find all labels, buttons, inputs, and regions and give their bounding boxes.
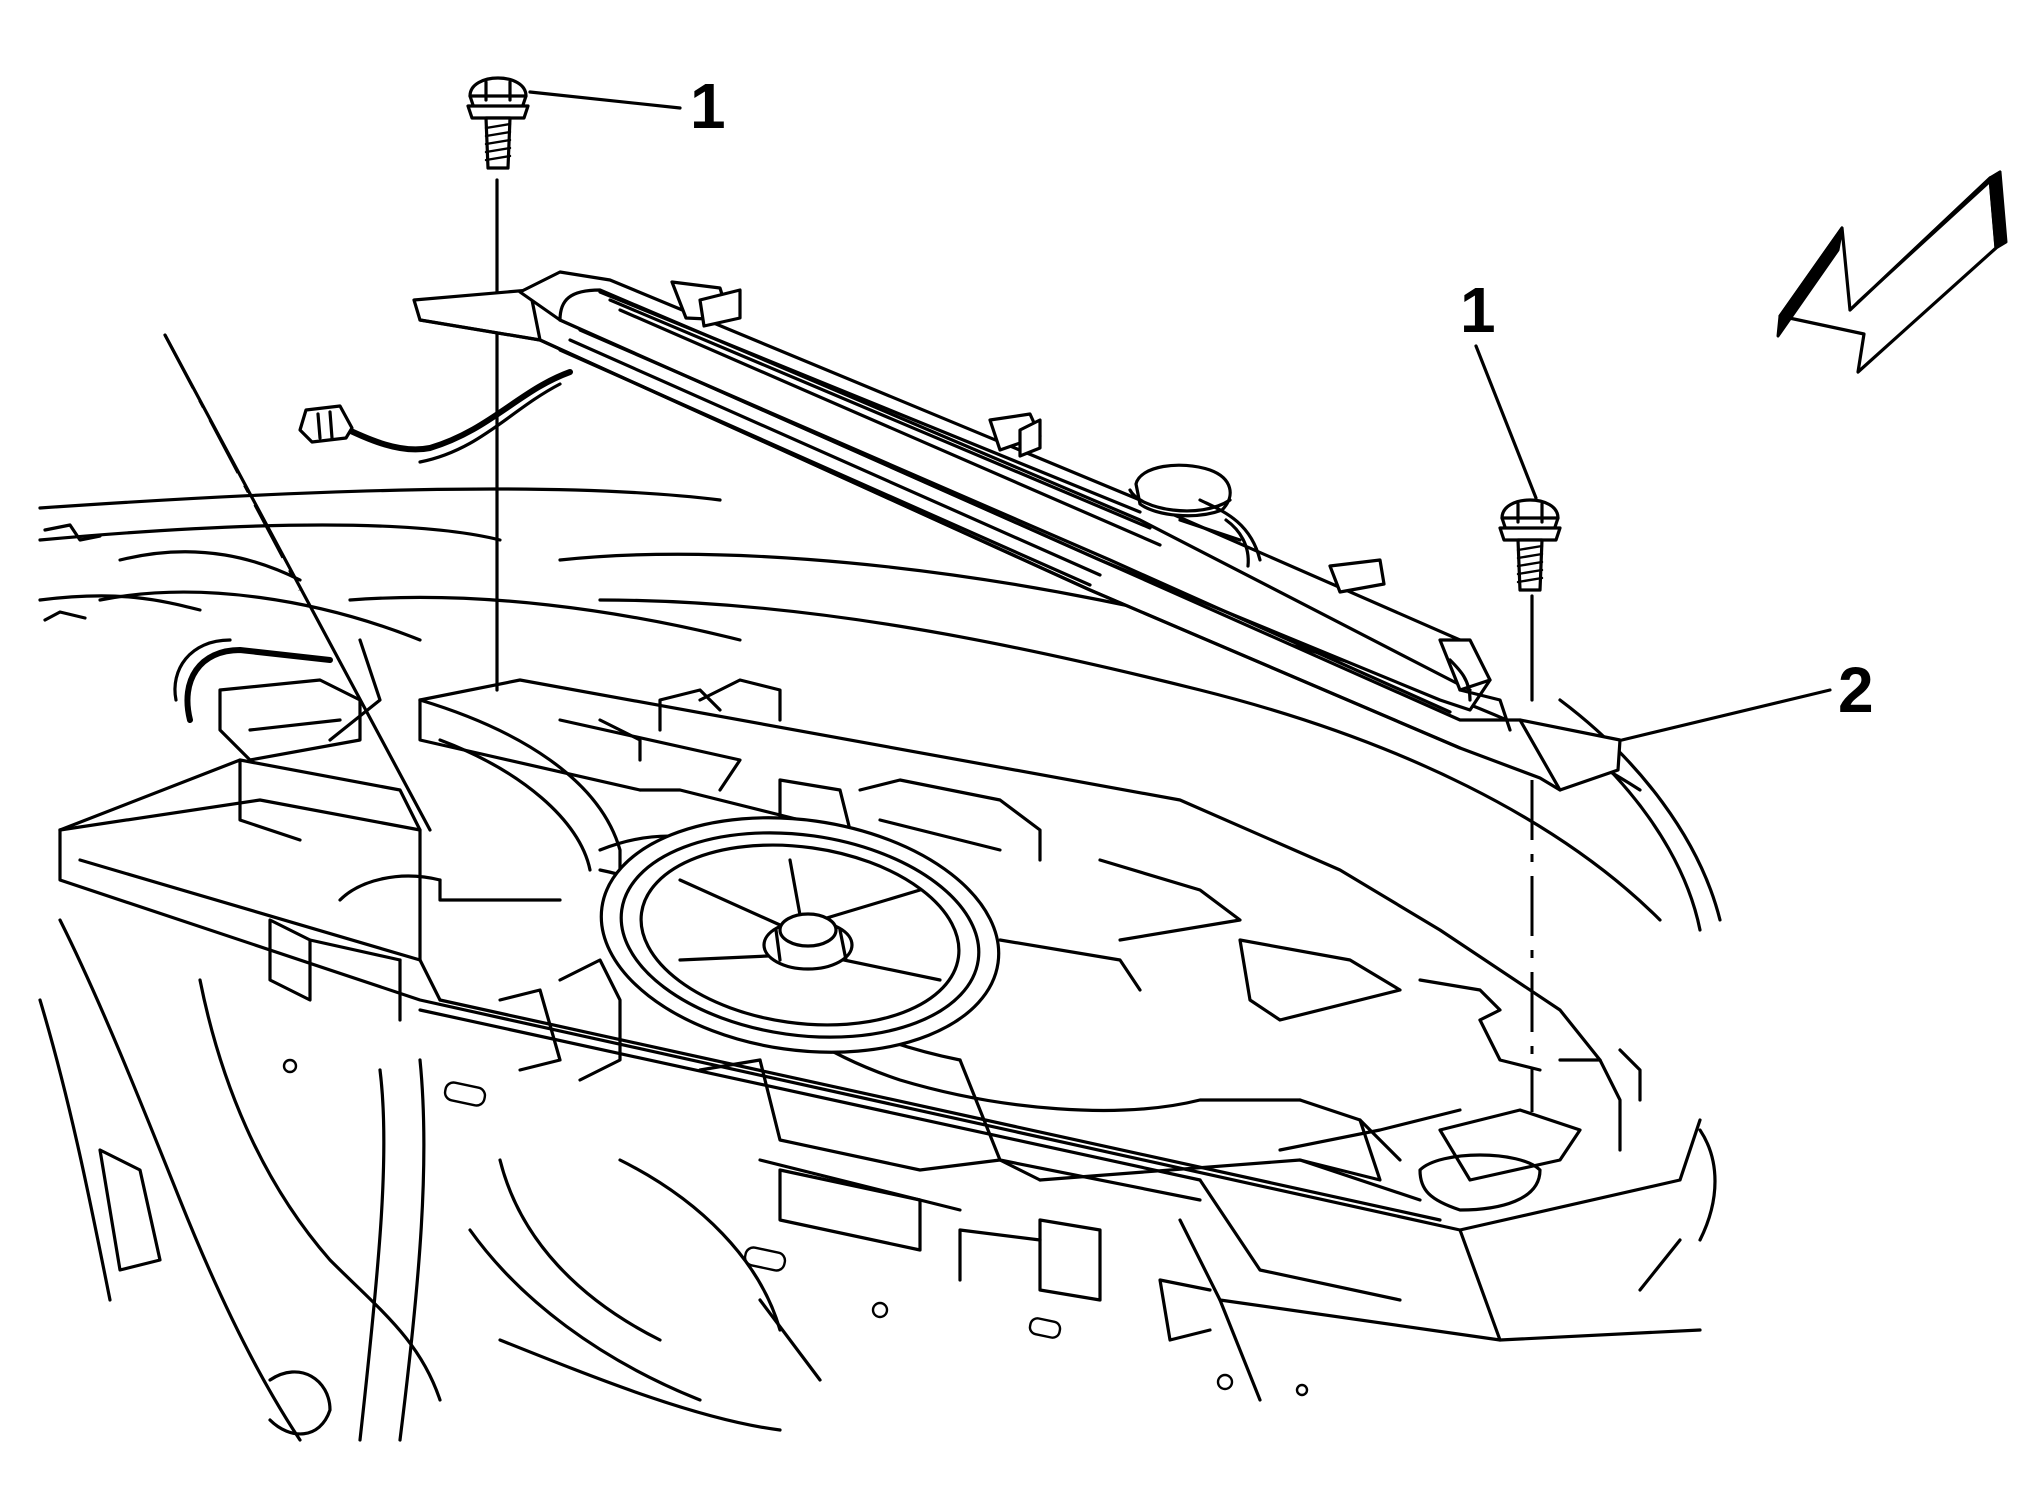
view-direction-arrow-icon xyxy=(1776,170,2008,374)
bolt-icon xyxy=(466,76,530,170)
callout-label-fastener-top: 1 xyxy=(690,70,726,142)
wiring-harness xyxy=(173,638,382,762)
bolt-icon xyxy=(1498,498,1562,592)
callout-leaders xyxy=(528,90,1832,742)
callout-label-fastener-right: 1 xyxy=(1460,274,1496,346)
callout-label-brake-lamp: 2 xyxy=(1838,654,1874,726)
brake-lamp-assembly xyxy=(298,270,1622,792)
speaker-icon xyxy=(599,816,1001,1054)
vehicle-body-outline xyxy=(38,487,1722,1442)
alignment-lines xyxy=(163,178,1534,1112)
